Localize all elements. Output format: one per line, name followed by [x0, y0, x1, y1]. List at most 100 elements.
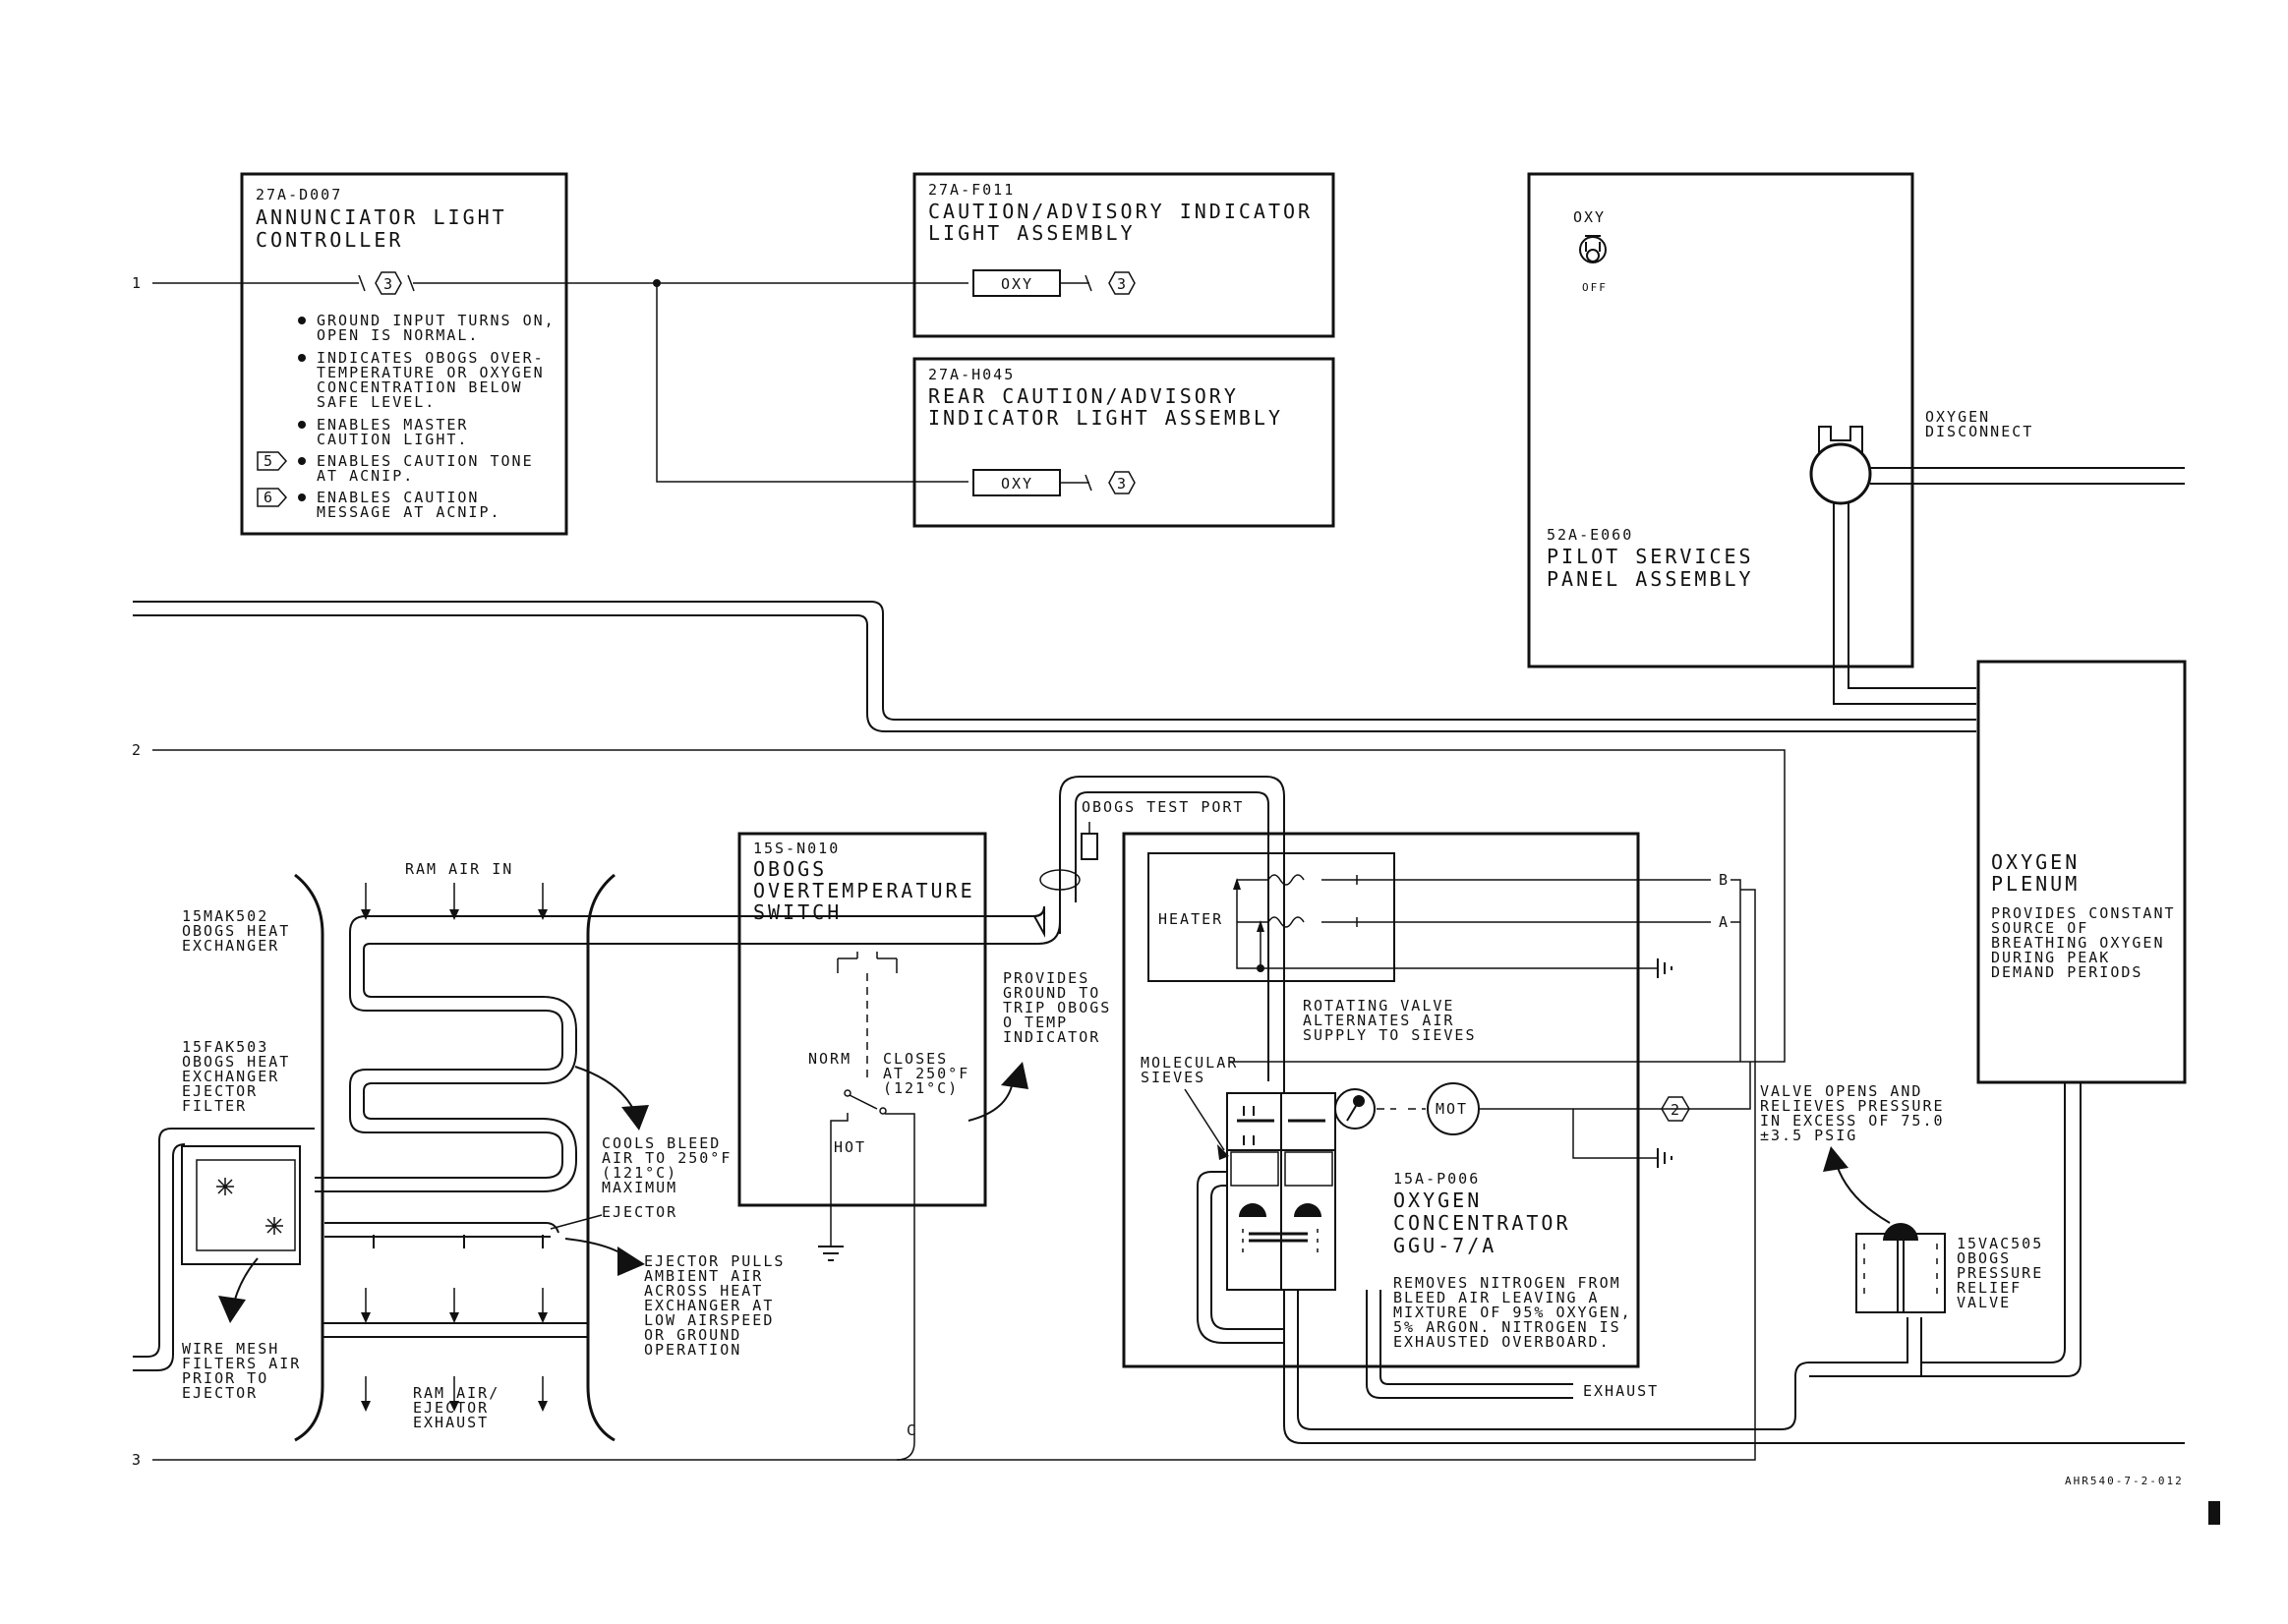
relief-desc-1: VALVE OPENS AND	[1760, 1082, 1922, 1100]
node-3-hex	[375, 271, 402, 295]
pulls-line-3: ACROSS HEAT	[644, 1282, 763, 1300]
overtemp-id: 15S-N010	[753, 840, 840, 857]
plenum-desc-2: SOURCE OF	[1991, 919, 2088, 937]
figure-id: AHR540-7-2-012	[2065, 1475, 2184, 1487]
node-2-text: 2	[1671, 1101, 1681, 1119]
plenum-title-2: PLENUM	[1991, 872, 2080, 896]
provides-line-4: O TEMP	[1003, 1014, 1068, 1031]
wire-c-label: C	[907, 1421, 917, 1439]
plenum-desc-4: DURING PEAK	[1991, 949, 2110, 966]
concentrator-id: 15A-P006	[1393, 1170, 1480, 1188]
hx-left-wall	[294, 873, 324, 1442]
oxygen-plenum: OXYGEN PLENUM PROVIDES CONSTANT SOURCE O…	[1976, 660, 2187, 1084]
supply-pipe	[133, 601, 1976, 732]
closes-line-3: (121°C)	[883, 1079, 959, 1097]
test-port-icon	[1039, 822, 1098, 891]
pilot-services-panel: OXY OFF OXYGEN DISCONNECT 52A-E060 PILOT…	[1527, 172, 2033, 668]
concentrator-desc-1: REMOVES NITROGEN FROM	[1393, 1274, 1621, 1292]
closes-line-1: CLOSES	[883, 1050, 948, 1068]
line-1-label: 1	[132, 274, 143, 292]
filter-id: 15FAK503	[182, 1038, 268, 1056]
filter-line-2: EXCHANGER	[182, 1068, 279, 1085]
ejector-filter	[181, 1145, 301, 1265]
concentrator-desc-3: MIXTURE OF 95% OXYGEN,	[1393, 1304, 1632, 1321]
oxygen-outlet-pipe	[1283, 1290, 2185, 1444]
disconnect-label-2: DISCONNECT	[1925, 423, 2033, 440]
mesh-line-2: FILTERS AIR	[182, 1355, 301, 1372]
wire-a-label: A	[1719, 913, 1730, 931]
sieve-bed-icon	[1230, 1151, 1333, 1187]
concentrator-title-2: CONCENTRATOR	[1393, 1211, 1571, 1235]
concentrator-desc-5: EXHAUSTED OVERBOARD.	[1393, 1333, 1611, 1351]
note-2-line-2: TEMPERATURE OR OXYGEN	[317, 364, 545, 381]
oxy-switch-label: OXY	[1573, 208, 1606, 226]
note-1-line-2: OPEN IS NORMAL.	[317, 326, 479, 344]
controller-title-2: CONTROLLER	[256, 228, 403, 252]
concentrator-desc-4: 5% ARGON. NITROGEN IS	[1393, 1318, 1621, 1336]
node-2-hex	[1661, 1096, 1690, 1122]
cools-line-1: COOLS BLEED	[602, 1134, 721, 1152]
concentrator-desc-2: BLEED AIR LEAVING A	[1393, 1289, 1600, 1306]
plenum-desc-1: PROVIDES CONSTANT	[1991, 904, 2176, 922]
heater-label: HEATER	[1158, 910, 1223, 928]
note-4-line-1: ENABLES CAUTION TONE	[317, 452, 534, 470]
relief-line-1: OBOGS	[1957, 1249, 2011, 1267]
wire-line-3	[152, 1121, 915, 1461]
note-2-line-3: CONCENTRATION BELOW	[317, 378, 523, 396]
relief-line-3: RELIEF	[1957, 1279, 2022, 1297]
provides-line-2: GROUND TO	[1003, 984, 1100, 1002]
provides-line-1: PROVIDES	[1003, 969, 1089, 987]
filter-line-4: FILTER	[182, 1097, 247, 1115]
relief-branch-pipe	[1781, 1317, 1922, 1430]
relief-desc-4: ±3.5 PSIG	[1760, 1127, 1857, 1144]
disconnect-label-1: OXYGEN	[1925, 408, 1990, 426]
line-3-label: 3	[132, 1451, 143, 1469]
closes-line-2: AT 250°F	[883, 1065, 969, 1082]
rear-caution-lamp: OXY	[1001, 475, 1033, 493]
motor: MOT	[1427, 1082, 1480, 1135]
panel-title-1: PILOT SERVICES	[1547, 545, 1754, 568]
page-mark	[2208, 1501, 2220, 1525]
relief-line-2: PRESSURE	[1957, 1264, 2043, 1282]
overtemp-switch: 15S-N010 OBOGS OVERTEMPERATURE SWITCH NO…	[737, 832, 1109, 1261]
bimetal-element	[837, 952, 898, 973]
hx-id: 15MAK502	[182, 907, 268, 925]
note-2-line-1: INDICATES OBOGS OVER-	[317, 349, 545, 367]
flag-6-text: 6	[264, 489, 274, 506]
note-3-line-1: ENABLES MASTER	[317, 416, 468, 434]
relief-desc-3: IN EXCESS OF 75.0	[1760, 1112, 1945, 1130]
rear-caution-id: 27A-H045	[928, 366, 1015, 383]
flag-6	[257, 488, 288, 507]
off-label: OFF	[1582, 281, 1608, 294]
wire-line-2	[152, 749, 1786, 1063]
line-2-label: 2	[132, 741, 143, 759]
note-4-line-2: AT ACNIP.	[317, 467, 414, 485]
panel-id: 52A-E060	[1547, 526, 1633, 544]
mesh-line-3: PRIOR TO	[182, 1369, 268, 1387]
inlet-pipe	[1267, 847, 1285, 1093]
filter-line-1: OBOGS HEAT	[182, 1053, 290, 1071]
hx-title-2: EXCHANGER	[182, 937, 279, 955]
overtemp-title-3: SWITCH	[753, 900, 842, 924]
exhaust-line-1: RAM AIR/	[413, 1384, 499, 1402]
pulls-line-1: EJECTOR PULLS	[644, 1252, 785, 1270]
motor-label: MOT	[1436, 1100, 1468, 1118]
flag-5	[257, 451, 288, 471]
controller-id: 27A-D007	[256, 186, 342, 203]
rear-caution-title-1: REAR CAUTION/ADVISORY	[928, 384, 1239, 408]
pulls-line-6: OR GROUND	[644, 1326, 741, 1344]
caution-title-2: LIGHT ASSEMBLY	[928, 221, 1136, 245]
hx-title-1: OBOGS HEAT	[182, 922, 290, 940]
sieves-line-2: SIEVES	[1141, 1069, 1205, 1086]
wire-rear	[656, 283, 968, 483]
exhaust-line-3: EXHAUST	[413, 1414, 489, 1431]
disconnect-pipe	[1870, 467, 2185, 485]
heater	[1147, 852, 1395, 982]
pressure-relief-valve: VALVE OPENS AND RELIEVES PRESSURE IN EXC…	[1760, 1082, 2043, 1313]
heat-exchanger: RAM AIR IN 15MAK502	[133, 860, 1061, 1442]
pulls-line-4: EXCHANGER AT	[644, 1297, 774, 1314]
caution-id: 27A-F011	[928, 181, 1015, 199]
concentrator-title-1: OXYGEN	[1393, 1189, 1482, 1212]
exhaust-line-2: EJECTOR	[413, 1399, 489, 1417]
